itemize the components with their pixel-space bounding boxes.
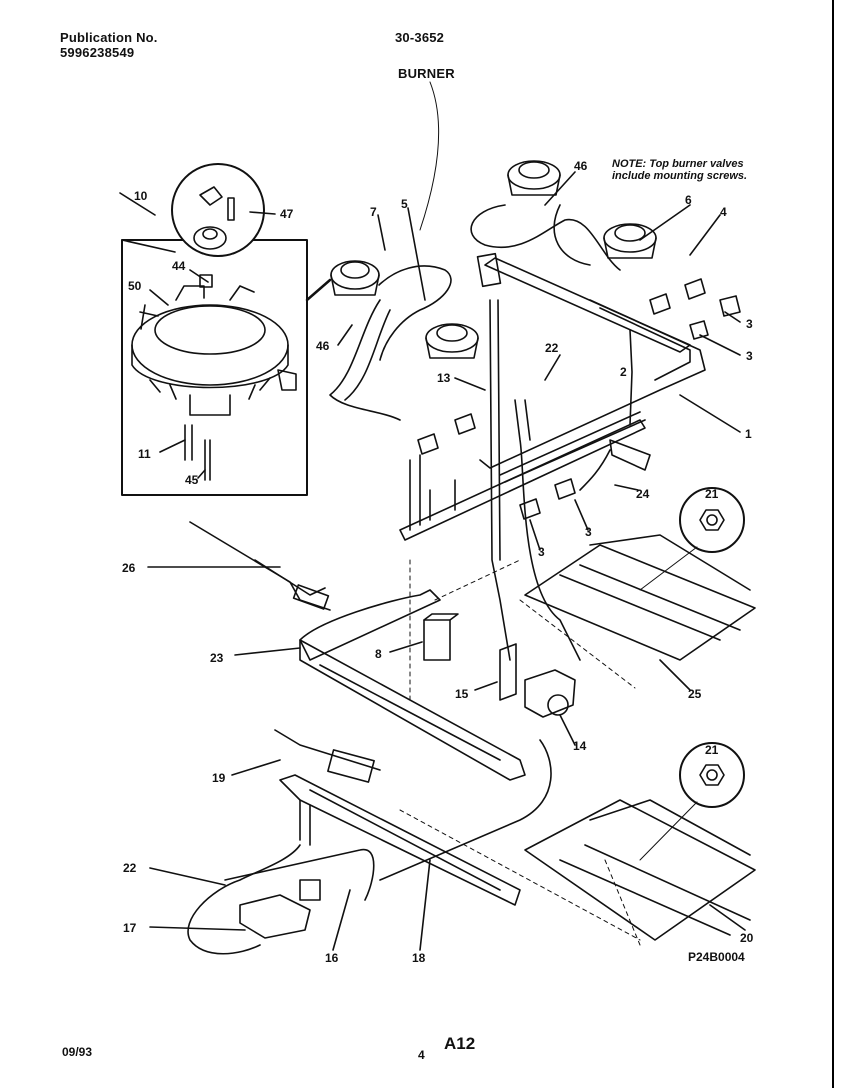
label-23: 23 — [210, 651, 224, 665]
label-24: 24 — [636, 487, 650, 501]
label-1: 1 — [745, 427, 752, 441]
label-14: 14 — [573, 739, 587, 753]
label-15: 15 — [455, 687, 469, 701]
label-6: 6 — [685, 193, 692, 207]
model-number: 30-3652 — [395, 30, 445, 45]
label-7: 7 — [370, 205, 377, 219]
footer-page-code: A12 — [444, 1034, 476, 1053]
label-3d: 3 — [538, 545, 545, 559]
footer-date: 09/93 — [62, 1045, 93, 1059]
label-10: 10 — [134, 189, 148, 203]
label-13: 13 — [437, 371, 451, 385]
label-3a: 3 — [746, 317, 753, 331]
label-50: 50 — [128, 279, 142, 293]
label-2: 2 — [620, 365, 627, 379]
label-26: 26 — [122, 561, 136, 575]
label-45: 45 — [185, 473, 199, 487]
label-4: 4 — [720, 205, 727, 219]
label-22b: 22 — [123, 861, 137, 875]
label-22a: 22 — [545, 341, 559, 355]
section-title: BURNER — [398, 66, 455, 81]
publication-number: 5996238549 — [60, 45, 135, 60]
publication-label: Publication No. — [60, 30, 158, 45]
label-20: 20 — [740, 931, 754, 945]
label-25: 25 — [688, 687, 702, 701]
label-19: 19 — [212, 771, 226, 785]
label-46a: 46 — [574, 159, 588, 173]
label-3b: 3 — [746, 349, 753, 363]
label-21a: 21 — [705, 487, 719, 501]
label-11: 11 — [138, 447, 151, 461]
label-3c: 3 — [585, 525, 592, 539]
screw-detail-circle — [171, 163, 265, 257]
right-margin-frame — [832, 0, 864, 1088]
label-5: 5 — [401, 197, 408, 211]
label-18: 18 — [412, 951, 426, 965]
part-number-labels: 10 47 44 50 11 45 7 5 46 46 6 4 3 3 22 1… — [122, 159, 754, 965]
label-8: 8 — [375, 647, 382, 661]
footer-page-number: 4 — [418, 1048, 425, 1062]
figure-code: P24B0004 — [688, 950, 745, 964]
diagram-note: NOTE: Top burner valves include mounting… — [612, 158, 748, 182]
label-47: 47 — [280, 207, 294, 221]
label-17: 17 — [123, 921, 137, 935]
label-46b: 46 — [316, 339, 330, 353]
label-16: 16 — [325, 951, 339, 965]
label-21b: 21 — [705, 743, 719, 757]
label-44: 44 — [172, 259, 186, 273]
